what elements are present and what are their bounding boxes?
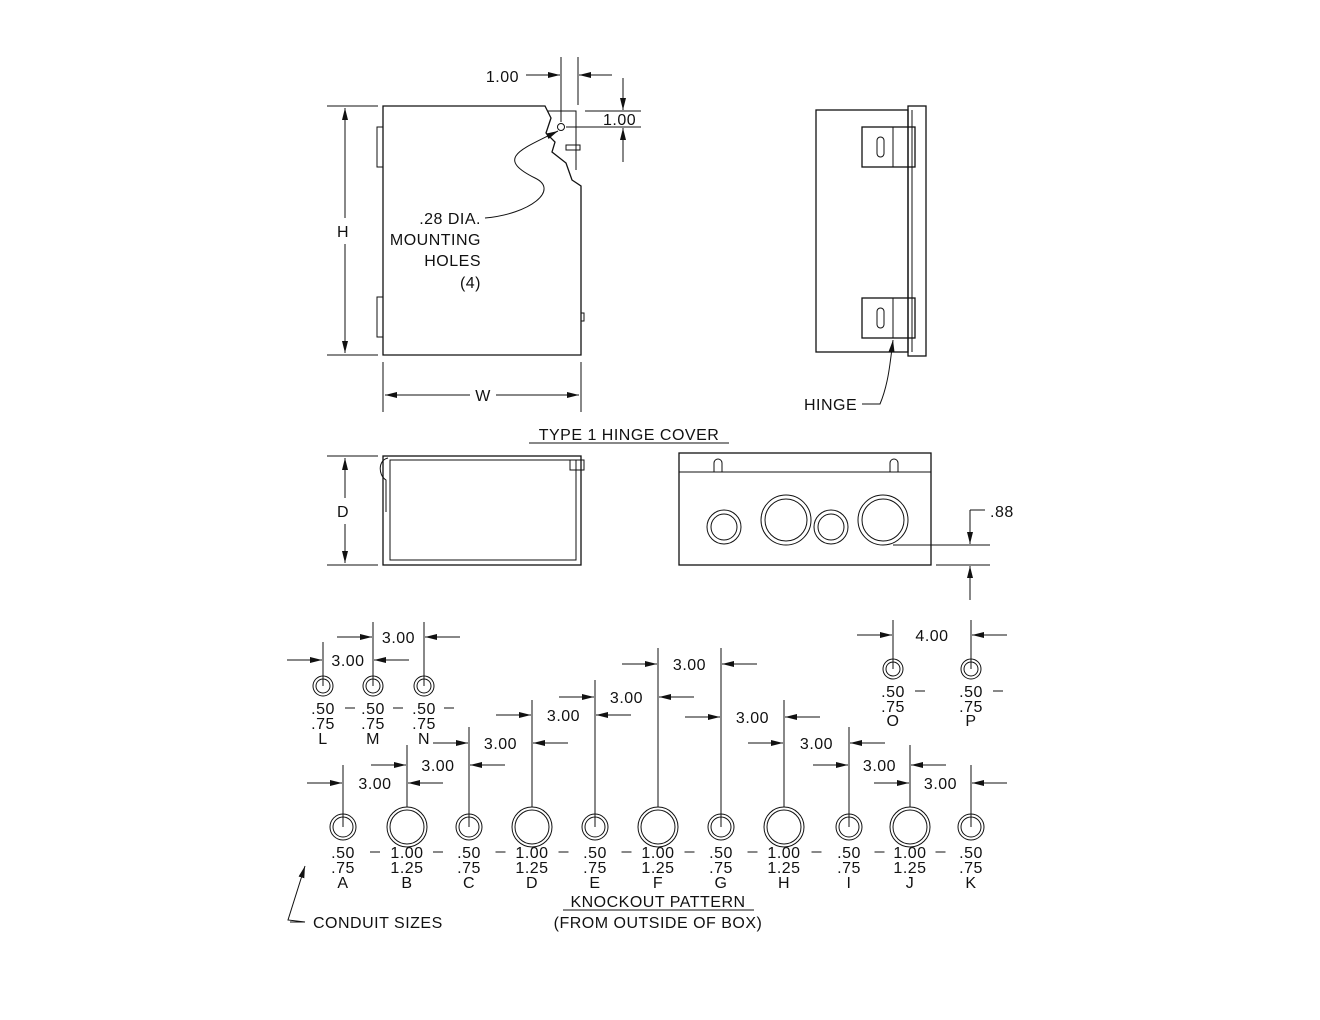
knockout-letter: E xyxy=(589,875,600,892)
hinge xyxy=(861,126,916,168)
knockout-circle xyxy=(763,806,805,848)
hole-offset-y-dimension: 1.00 xyxy=(603,112,636,129)
knockout-letter: P xyxy=(965,713,976,730)
spacing-dimension: 3.00 xyxy=(673,657,706,674)
knockout-size: 1.00 xyxy=(641,845,674,862)
knockout-size: .50 xyxy=(837,845,861,862)
knockout-pattern: .50.75A1.001.25B.50.75C1.001.25D.50.75E1… xyxy=(287,620,1007,892)
knockout-size: .50 xyxy=(881,684,905,701)
knockout-letter: N xyxy=(418,731,430,748)
mounting-hole-note: MOUNTING xyxy=(390,232,481,249)
knockout-letter: F xyxy=(653,875,663,892)
mounting-hole-note: (4) xyxy=(460,275,481,292)
spacing-dimension: 3.00 xyxy=(800,736,833,753)
spacing-dimension: 3.00 xyxy=(924,776,957,793)
hinge xyxy=(861,297,916,339)
knockout-size: 1.00 xyxy=(893,845,926,862)
bottom-view: .88 xyxy=(678,452,1014,600)
knockout-circle xyxy=(386,806,428,848)
knockout-size: .75 xyxy=(311,716,335,733)
spacing-dimension: 3.00 xyxy=(484,736,517,753)
knockout-letter: G xyxy=(715,875,728,892)
height-dimension: H xyxy=(337,224,349,241)
spacing-dimension: 3.00 xyxy=(863,758,896,775)
knockout-letter: H xyxy=(778,875,790,892)
knockout-size: 1.00 xyxy=(390,845,423,862)
knockout-letter: K xyxy=(965,875,976,892)
hole-offset-x-dimension: 1.00 xyxy=(486,69,519,86)
knockout-circle-inner xyxy=(389,809,425,845)
spacing-dimension: 3.00 xyxy=(331,653,364,670)
knockout-letter: L xyxy=(318,731,327,748)
knockout-size: .75 xyxy=(361,716,385,733)
knockout-circle-inner xyxy=(766,809,802,845)
knockout-size: 1.25 xyxy=(641,860,674,877)
knockout-size: .75 xyxy=(837,860,861,877)
side-view: HINGE xyxy=(804,105,927,414)
knockout-size: .50 xyxy=(457,845,481,862)
knockout-size: .50 xyxy=(412,701,436,718)
hinge-cover-title: TYPE 1 HINGE COVER xyxy=(539,427,720,444)
knockout-size: 1.25 xyxy=(767,860,800,877)
knockout-size: .50 xyxy=(583,845,607,862)
knockout-size: .75 xyxy=(583,860,607,877)
knockout-circle-inner xyxy=(892,809,928,845)
knockout-letter: O xyxy=(887,713,900,730)
front-view: H W 1.00 1.00 .28 DIA. MOUNTING HOLES (4… xyxy=(327,57,641,412)
knockout-letter: J xyxy=(906,875,915,892)
knockout-letter: I xyxy=(847,875,852,892)
knockout-letter: A xyxy=(337,875,348,892)
knockout-size: 1.25 xyxy=(390,860,423,877)
spacing-dimension: 3.00 xyxy=(421,758,454,775)
knockout-size: .50 xyxy=(959,845,983,862)
knockout-size: 1.00 xyxy=(767,845,800,862)
spacing-dimension: 3.00 xyxy=(382,630,415,647)
spacing-dimension: 3.00 xyxy=(736,710,769,727)
depth-dimension: D xyxy=(337,504,349,521)
knockout-letter: B xyxy=(401,875,412,892)
knockout-size: 1.00 xyxy=(515,845,548,862)
hinge-tab xyxy=(376,296,384,338)
conduit-sizes-label: CONDUIT SIZES xyxy=(313,915,443,932)
knockout-pattern-title: KNOCKOUT PATTERN xyxy=(570,894,745,911)
knockout-size: .75 xyxy=(412,716,436,733)
spacing-dimension: 3.00 xyxy=(547,708,580,725)
knockout-letter: D xyxy=(526,875,538,892)
knockout-size: .75 xyxy=(331,860,355,877)
knockout-size: .75 xyxy=(881,699,905,716)
knockout-letter: M xyxy=(366,731,380,748)
mounting-hole-note: .28 DIA. xyxy=(419,211,481,228)
knockout-circle xyxy=(511,806,553,848)
width-dimension: W xyxy=(475,388,491,405)
knockout-circle xyxy=(889,806,931,848)
mounting-hole-note: HOLES xyxy=(424,253,481,270)
mounting-hole xyxy=(557,123,565,131)
knockout-letter: C xyxy=(463,875,475,892)
hinge-tab xyxy=(376,126,384,168)
knockout-offset-dimension: .88 xyxy=(990,504,1014,521)
knockout-size: .50 xyxy=(709,845,733,862)
knockout-size: .50 xyxy=(331,845,355,862)
top-view: D xyxy=(327,455,585,566)
knockout-size: .50 xyxy=(959,684,983,701)
knockout-circle xyxy=(637,806,679,848)
spacing-dimension: 4.00 xyxy=(915,628,948,645)
spacing-dimension: 3.00 xyxy=(610,690,643,707)
knockout-size: .75 xyxy=(709,860,733,877)
knockout-size: .50 xyxy=(311,701,335,718)
knockout-size: .50 xyxy=(361,701,385,718)
knockout-size: .75 xyxy=(457,860,481,877)
knockout-pattern-subtitle: (FROM OUTSIDE OF BOX) xyxy=(554,915,763,932)
hinge-label: HINGE xyxy=(804,397,857,414)
knockout-size: 1.25 xyxy=(515,860,548,877)
spacing-dimension: 3.00 xyxy=(358,776,391,793)
knockout-size: .75 xyxy=(959,860,983,877)
knockout-size: .75 xyxy=(959,699,983,716)
knockout-circle-inner xyxy=(514,809,550,845)
knockout-circle-inner xyxy=(640,809,676,845)
knockout-size: 1.25 xyxy=(893,860,926,877)
